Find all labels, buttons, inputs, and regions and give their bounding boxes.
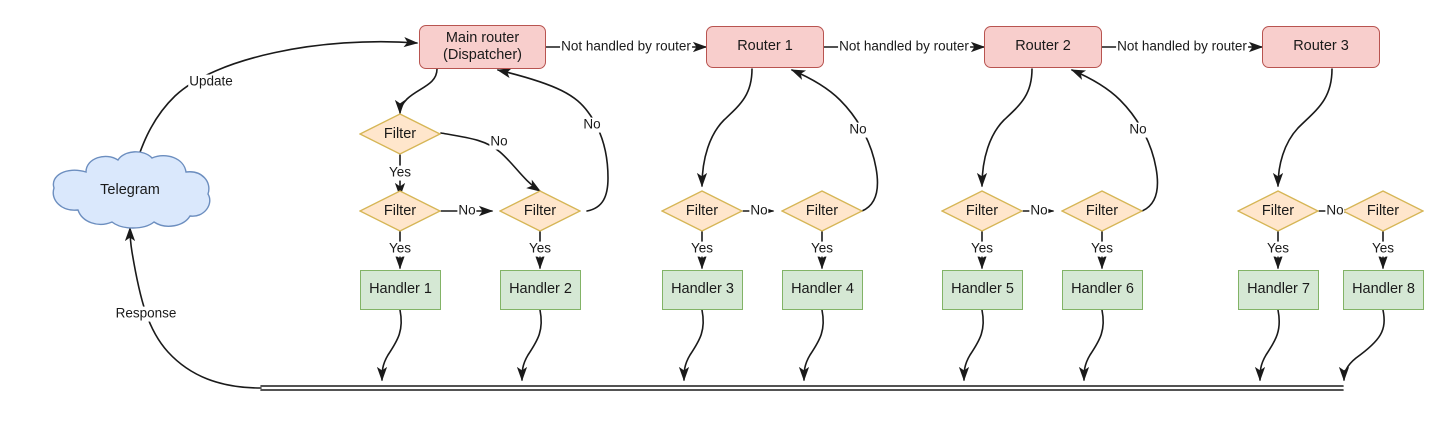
filter-4-label: Filter [805, 203, 839, 219]
node-handler-5[interactable]: Handler 5 [942, 270, 1023, 310]
node-router-3[interactable]: Router 3 [1262, 26, 1380, 68]
node-filter-2[interactable]: Filter [499, 190, 581, 232]
edge-label-no-chain-2: No [749, 202, 769, 219]
handler-8-label: Handler 8 [1352, 281, 1415, 298]
edge-label-not-handled-2: Not handled by router [838, 38, 970, 55]
edge-label-yes-1: Yes [387, 240, 413, 257]
filter-3-label: Filter [685, 203, 719, 219]
node-filter-8[interactable]: Filter [1342, 190, 1424, 232]
node-filter-7[interactable]: Filter [1237, 190, 1319, 232]
telegram-cloud-label: Telegram [100, 182, 160, 198]
edge-label-no-back-1: No [582, 116, 602, 133]
edge-handler6-to-bus [1078, 309, 1105, 382]
edge-label-no-back-2: No [848, 121, 868, 138]
node-handler-4[interactable]: Handler 4 [782, 270, 863, 310]
node-filter-4[interactable]: Filter [781, 190, 863, 232]
router-2-label: Router 2 [1015, 38, 1071, 55]
edge-label-yes-2: Yes [527, 240, 553, 257]
handler-6-label: Handler 6 [1071, 281, 1134, 298]
edge-router2-to-filter5 [976, 68, 1033, 188]
filter-7-label: Filter [1261, 203, 1295, 219]
filter-5-label: Filter [965, 203, 999, 219]
edge-label-no-back-3: No [1128, 121, 1148, 138]
edge-handler2-to-bus [516, 309, 543, 382]
edge-handler7-to-bus [1254, 309, 1281, 382]
telegram-cloud: Telegram [44, 150, 216, 230]
node-handler-6[interactable]: Handler 6 [1062, 270, 1143, 310]
main-router-line2: (Dispatcher) [443, 47, 522, 63]
filter-2-label: Filter [523, 203, 557, 219]
node-handler-8[interactable]: Handler 8 [1343, 270, 1424, 310]
main-router-line1: Main router [445, 29, 520, 46]
filter-1-label: Filter [383, 203, 417, 219]
node-filter-1[interactable]: Filter [359, 190, 441, 232]
edge-label-yes-7: Yes [1265, 240, 1291, 257]
node-filter-5[interactable]: Filter [941, 190, 1023, 232]
node-filter-top-1[interactable]: Filter [359, 113, 441, 155]
filter-6-label: Filter [1085, 203, 1119, 219]
filter-top-1-label: Filter [383, 126, 417, 142]
edge-label-no-chain-3: No [1029, 202, 1049, 219]
edge-label-no-chain-1: No [457, 202, 477, 219]
node-filter-6[interactable]: Filter [1061, 190, 1143, 232]
edge-handler4-to-bus [798, 309, 825, 382]
handler-2-label: Handler 2 [509, 281, 572, 298]
node-router-1[interactable]: Router 1 [706, 26, 824, 68]
router-1-label: Router 1 [737, 38, 793, 55]
edge-label-no-chain-4: No [1325, 202, 1345, 219]
edge-handler8-to-bus [1338, 309, 1385, 382]
node-handler-1[interactable]: Handler 1 [360, 270, 441, 310]
node-filter-3[interactable]: Filter [661, 190, 743, 232]
node-handler-7[interactable]: Handler 7 [1238, 270, 1319, 310]
handler-1-label: Handler 1 [369, 281, 432, 298]
edge-label-yes-5: Yes [969, 240, 995, 257]
edge-label-yes-top: Yes [387, 164, 413, 181]
handler-4-label: Handler 4 [791, 281, 854, 298]
edge-label-yes-3: Yes [689, 240, 715, 257]
handler-5-label: Handler 5 [951, 281, 1014, 298]
handler-3-label: Handler 3 [671, 281, 734, 298]
edge-label-yes-6: Yes [1089, 240, 1115, 257]
edge-router3-to-filter7 [1272, 68, 1333, 188]
node-handler-2[interactable]: Handler 2 [500, 270, 581, 310]
filter-8-label: Filter [1366, 203, 1400, 219]
edge-label-update: Update [188, 73, 234, 90]
edge-label-not-handled-3: Not handled by router [1116, 38, 1248, 55]
edge-label-yes-8: Yes [1370, 240, 1396, 257]
router-3-label: Router 3 [1293, 38, 1349, 55]
edge-mainrouter-to-filter-top [394, 68, 438, 115]
handler-7-label: Handler 7 [1247, 281, 1310, 298]
edge-label-not-handled-1: Not handled by router [560, 38, 692, 55]
node-main-router[interactable]: Main router (Dispatcher) [419, 25, 546, 69]
edge-label-yes-4: Yes [809, 240, 835, 257]
edge-label-no-top: No [489, 133, 509, 150]
node-router-2[interactable]: Router 2 [984, 26, 1102, 68]
node-handler-3[interactable]: Handler 3 [662, 270, 743, 310]
edge-handler3-to-bus [678, 309, 705, 382]
edge-handler5-to-bus [958, 309, 985, 382]
edge-router1-to-filter3 [696, 68, 753, 188]
edge-label-response: Response [114, 305, 178, 322]
edge-handler1-to-bus [376, 309, 403, 382]
